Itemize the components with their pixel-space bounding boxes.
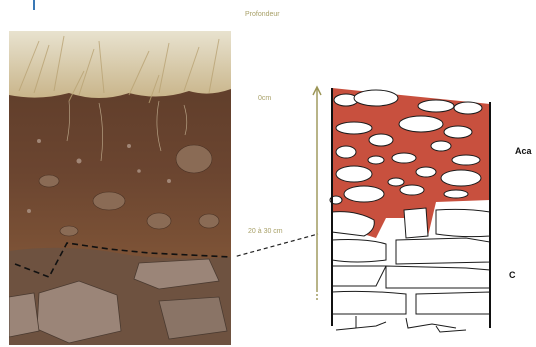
boundary-connector-line	[236, 234, 318, 258]
depth-axis-title: Profondeur	[245, 11, 280, 18]
title-accent-mark	[33, 0, 35, 10]
horizon-label-c: C	[509, 270, 516, 280]
depth-axis	[313, 87, 321, 302]
soil-horizon-diagram	[236, 60, 536, 347]
soil-profile-photo	[9, 31, 231, 345]
c-horizon-blocks	[332, 208, 490, 314]
depth-label-top: 0cm	[258, 95, 271, 102]
depth-label-boundary: 20 à 30 cm	[248, 228, 283, 235]
c-horizon-fractures	[336, 316, 466, 332]
horizon-label-aca: Aca	[515, 146, 532, 156]
